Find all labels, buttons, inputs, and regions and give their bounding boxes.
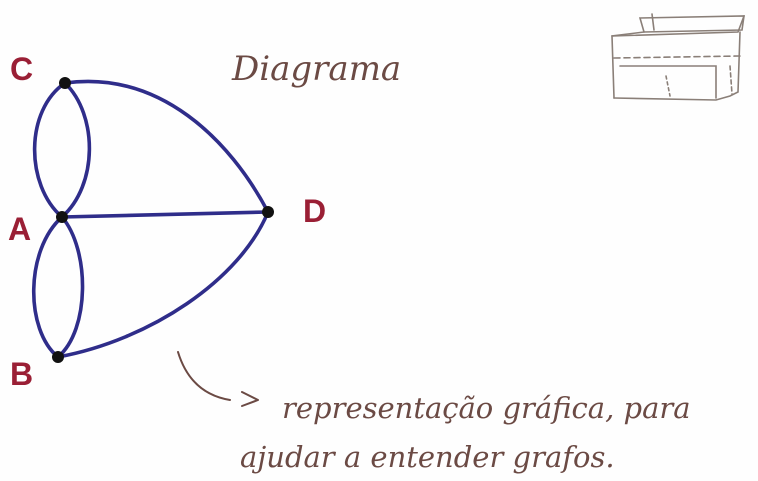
edge-a-b-1 — [34, 217, 62, 357]
vertex-c — [59, 77, 71, 89]
node-label-d: D — [303, 193, 326, 229]
box-sketch-drawing — [612, 14, 744, 100]
node-label-c: C — [10, 51, 33, 87]
edge-a-d — [62, 212, 268, 217]
edge-c-d — [65, 81, 268, 212]
vertex-b — [52, 351, 64, 363]
edge-a-b-2 — [58, 217, 83, 357]
diagram-title: Diagrama — [231, 49, 401, 89]
annotation-arrow — [178, 352, 258, 406]
edge-c-a-1 — [35, 83, 65, 217]
node-label-a: A — [8, 211, 31, 247]
vertex-a — [56, 211, 68, 223]
edge-b-d — [58, 212, 268, 357]
edge-c-a-2 — [62, 83, 89, 217]
annotation-line-2: ajudar a entender grafos. — [240, 440, 615, 474]
vertex-d — [262, 206, 274, 218]
annotation-line-1: representação gráfica, para — [282, 391, 691, 425]
graph-edges — [34, 81, 268, 357]
node-label-b: B — [10, 356, 33, 392]
